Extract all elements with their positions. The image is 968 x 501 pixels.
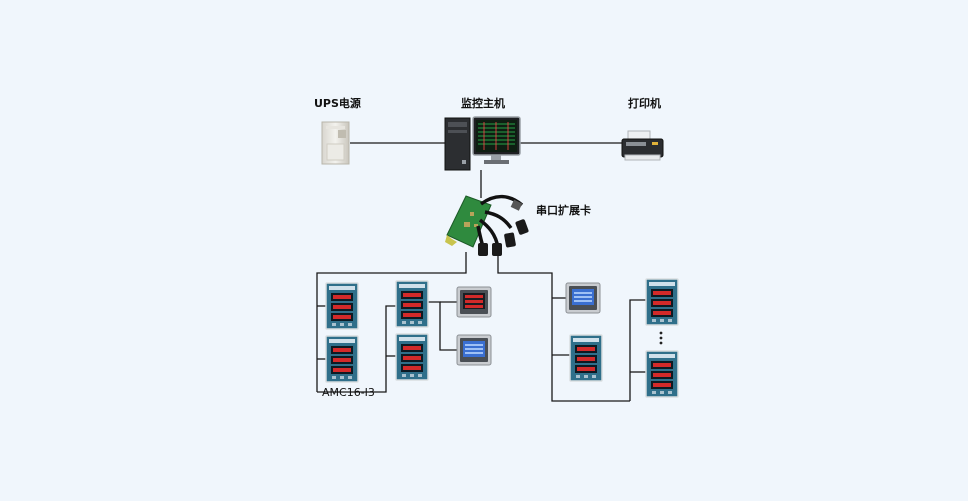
power-meter-icon xyxy=(569,334,603,382)
desktop-computer-icon xyxy=(444,116,521,171)
power-meter-icon xyxy=(645,278,679,326)
power-meter-icon xyxy=(325,335,359,383)
meter-model-label: AMC16-I3 xyxy=(322,386,375,399)
power-meter-icon xyxy=(395,333,429,381)
ups-label: UPS电源 xyxy=(314,97,361,110)
vertical-ellipsis xyxy=(659,331,663,345)
lcd-meter-icon xyxy=(565,282,601,314)
printer-icon xyxy=(621,130,664,161)
connection-lines xyxy=(316,142,646,402)
printer-label: 打印机 xyxy=(628,97,661,110)
ups-cabinet-icon xyxy=(321,121,350,165)
host-label: 监控主机 xyxy=(461,97,505,110)
lcd-meter-icon xyxy=(456,286,492,318)
power-meter-icon xyxy=(395,280,429,328)
power-meter-icon xyxy=(325,282,359,330)
serial-expansion-card-icon xyxy=(445,194,529,256)
power-meter-icon xyxy=(645,350,679,398)
lcd-meter-icon xyxy=(456,334,492,366)
serial-card-label: 串口扩展卡 xyxy=(536,204,591,217)
